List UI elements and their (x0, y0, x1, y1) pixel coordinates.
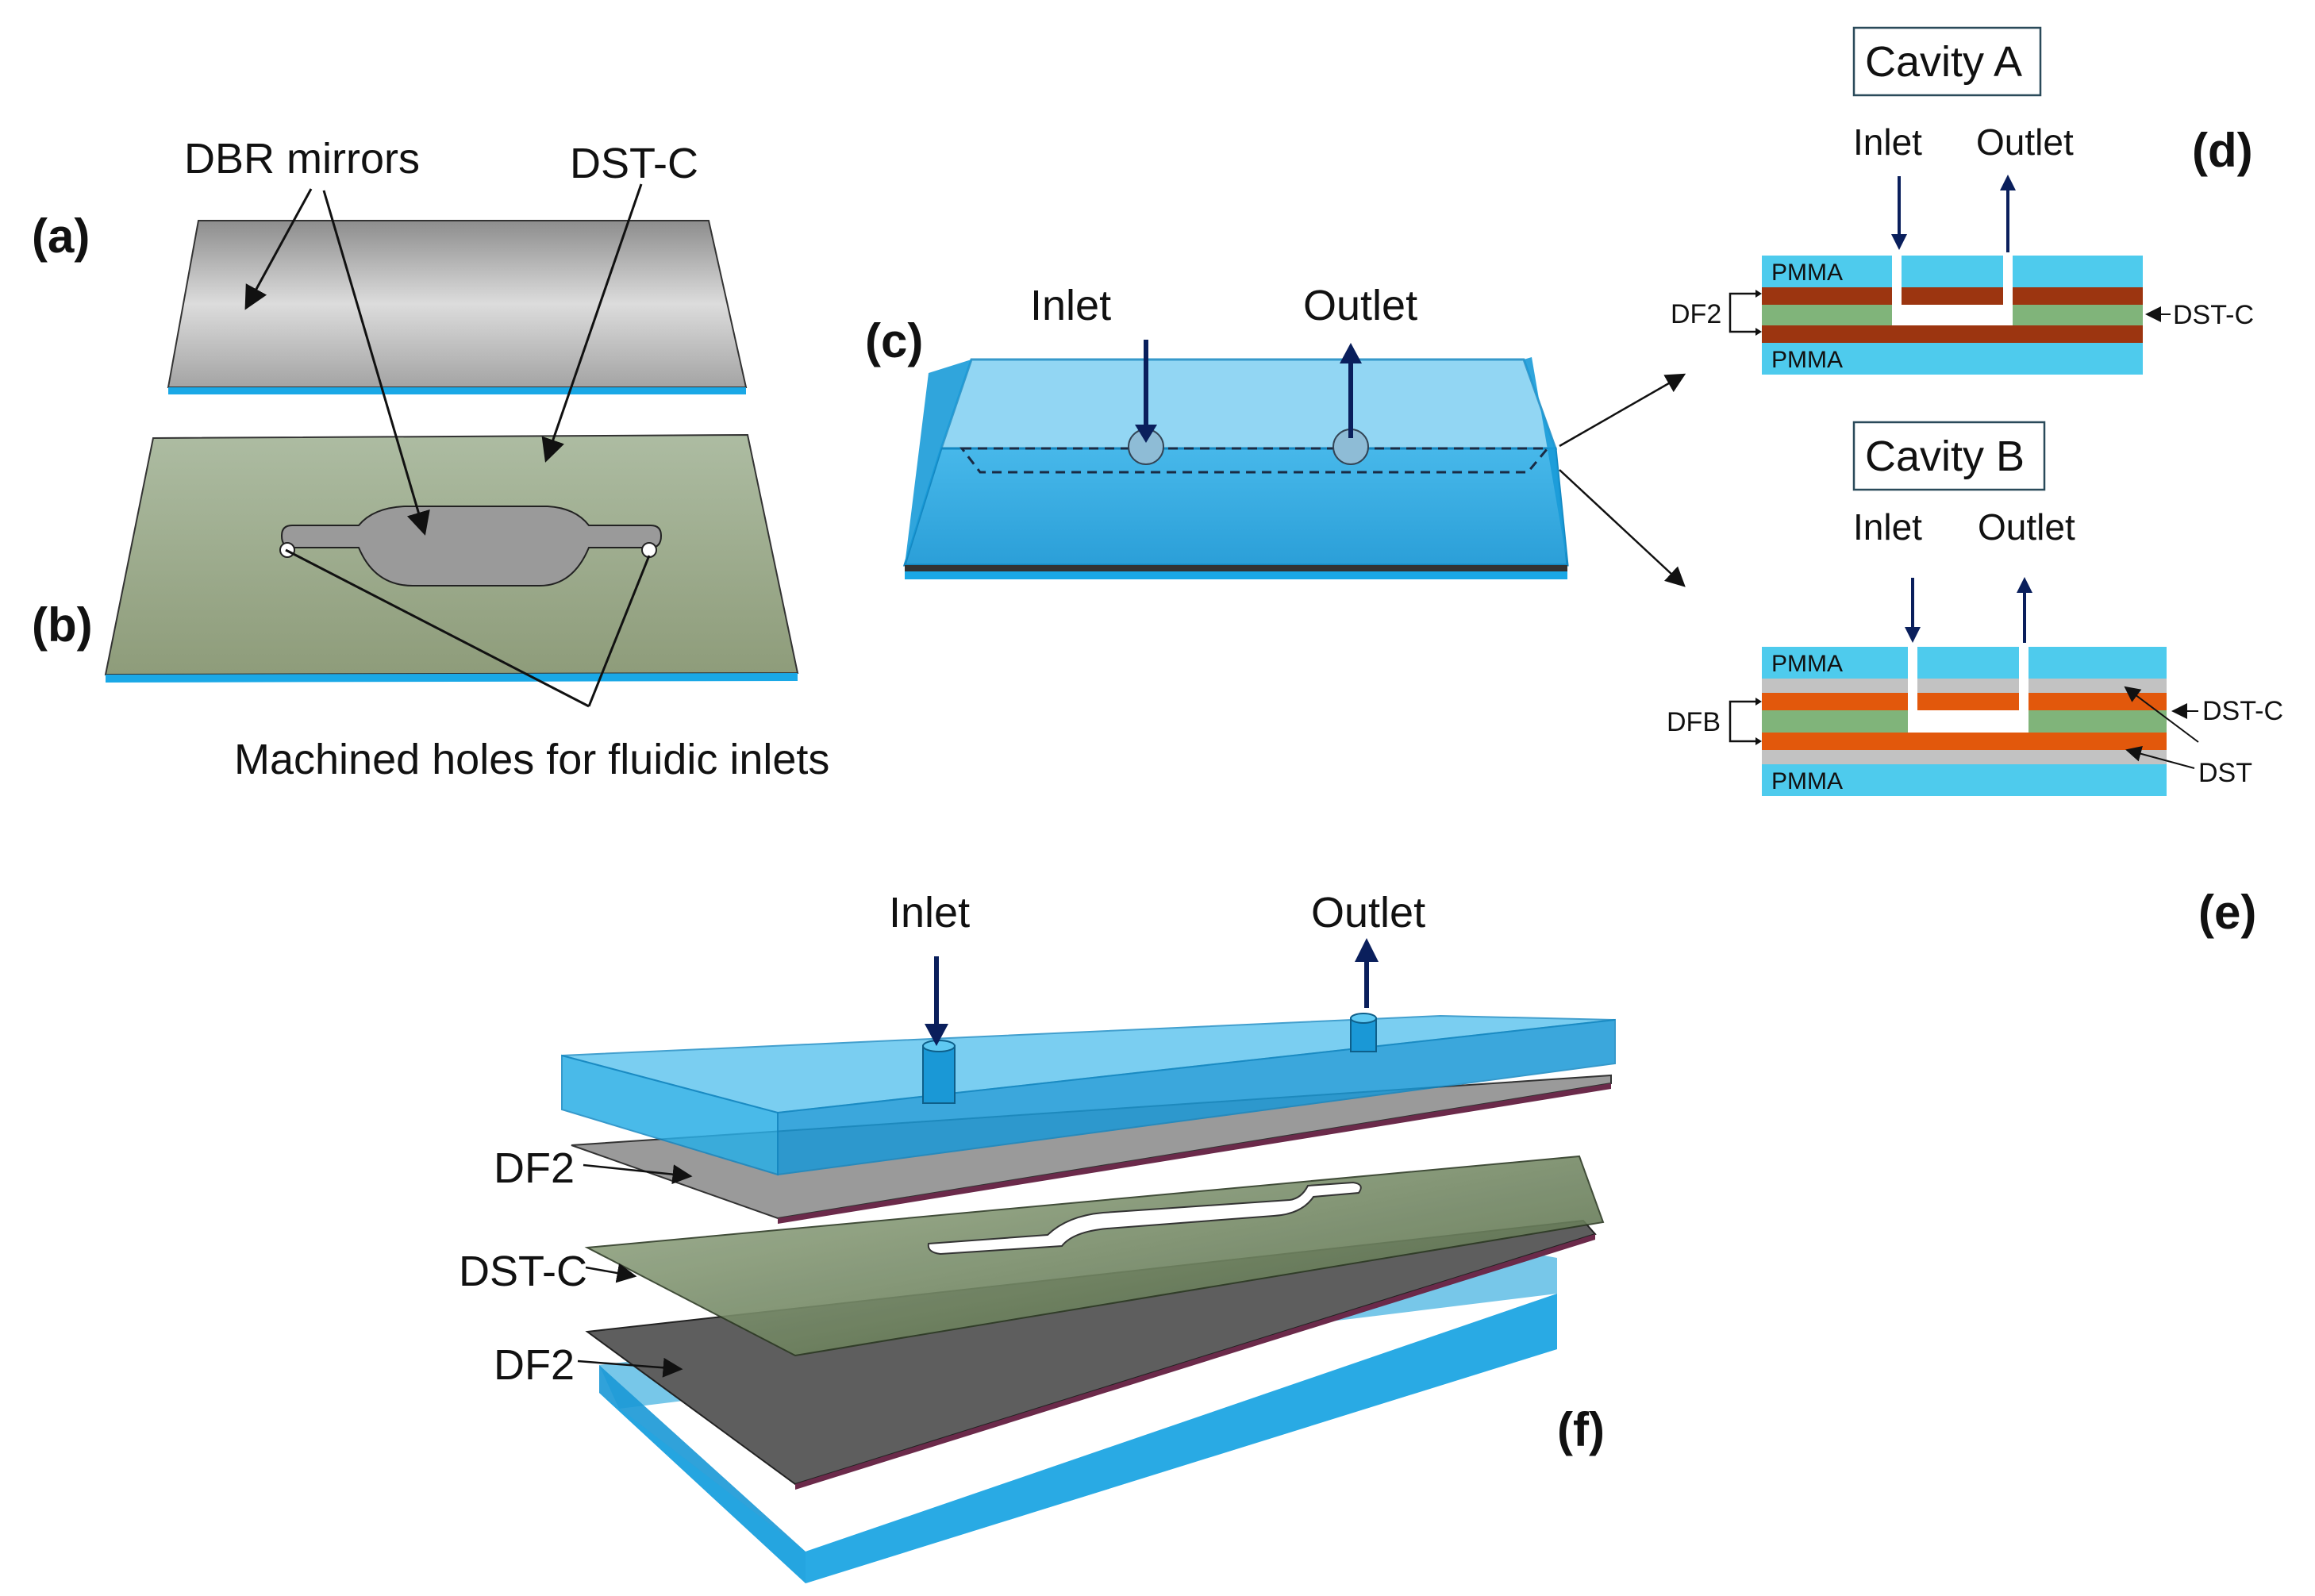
panel-label-a: (a) (32, 210, 90, 263)
df2-layer-bottom (1762, 325, 2143, 343)
pointer-to-cavity-a (1559, 373, 1686, 448)
cavity-b-dfb-brace (1729, 700, 1755, 743)
dst-layer-top (1762, 679, 2167, 693)
machined-holes-label: Machined holes for fluidic inlets (234, 736, 829, 783)
dst-c-plate-edge (106, 673, 798, 683)
panel-f: Inlet Outlet DF2 DST-C DF2 (f) (459, 889, 1616, 1583)
pointer-line (541, 183, 643, 463)
dst-c-channel-cutout (927, 1181, 1362, 1256)
device-left-face (905, 360, 971, 565)
pointer-line (322, 190, 430, 536)
outlet-hole (641, 542, 657, 558)
cavity-b-pmma-top: PMMA (1771, 651, 1843, 677)
cavity-a-pmma-bottom: PMMA (1771, 347, 1843, 373)
df2-layer-top (1762, 287, 2143, 305)
device-top-face (939, 358, 1558, 450)
inlet-arrowhead (1135, 425, 1157, 443)
cavity-b-dst-c-diag-pointer (2124, 686, 2199, 743)
pmma-layer-bottom (1762, 343, 2143, 375)
f-dst-c-pointer (585, 1263, 637, 1283)
pointer-line (587, 555, 651, 707)
dst-c-label: DST-C (570, 140, 698, 187)
pmma-layer-top (1762, 256, 2143, 287)
inlet-tube (922, 1045, 956, 1104)
dbr-mirror-plate (167, 220, 748, 388)
cavity-b-dfb-label: DFB (1667, 707, 1721, 737)
top-pmma-side-face (777, 1018, 1616, 1176)
device-base-stripe (905, 571, 1567, 579)
cavity-b-outlet-arrowhead (2017, 577, 2032, 593)
cavity-a-outlet-label: Outlet (1976, 121, 2074, 163)
panel-label-c: (c) (865, 314, 923, 367)
panel-label-b: (b) (32, 598, 93, 652)
bottom-df2-plate-edge (795, 1234, 1595, 1490)
outlet-label: Outlet (1303, 282, 1417, 329)
brace-tip (1755, 698, 1762, 706)
cavity-b-dst-label: DST (2198, 758, 2252, 788)
f-outlet-label: Outlet (1311, 889, 1425, 936)
f-df2-bottom-label: DF2 (494, 1341, 575, 1389)
cavity-b-dst-pointer (2125, 746, 2195, 769)
pointer-to-cavity-b (1559, 469, 1686, 587)
cavity-a-df2-label: DF2 (1671, 299, 1721, 329)
cavity-b-channel (1908, 647, 2029, 733)
panel-e-cavity-b: Cavity B Inlet Outlet PMMA PMMA DFB DST-… (1667, 421, 2283, 939)
pointer-line (285, 548, 590, 708)
dst-c-green-plate (584, 1155, 1605, 1357)
f-inlet-label: Inlet (889, 889, 970, 936)
f-outlet-arrowhead (1355, 938, 1379, 962)
panel-c: (c) Inlet Outlet (865, 282, 1686, 587)
f-dst-c-label: DST-C (459, 1248, 587, 1295)
f-inlet-arrowhead (925, 1024, 948, 1046)
cavity-b-dst-c-label: DST-C (2202, 696, 2283, 726)
cavity-a-title-box (1852, 26, 2042, 97)
f-df2-top-pointer (583, 1163, 693, 1185)
outlet-tube-top (1350, 1013, 1377, 1024)
brace-tip (1755, 290, 1762, 298)
cavity-a-pmma-top: PMMA (1771, 260, 1843, 286)
dst-layer-bottom (1762, 750, 2167, 764)
cavity-b-inlet-arrowhead (1905, 627, 1921, 643)
pmma-layer-top (1762, 647, 2167, 679)
panel-d-cavity-a: Cavity A Inlet Outlet PMMA PMMA DF2 DST-… (1671, 26, 2254, 375)
cavity-b-title-box (1852, 421, 2046, 491)
dbr-mirror-plate-edge (168, 387, 746, 394)
cavity-b-pmma-bottom: PMMA (1771, 768, 1843, 794)
inlet-tube-top (922, 1040, 956, 1052)
cavity-a-df2-brace (1729, 292, 1755, 333)
brace-tip (1755, 328, 1762, 336)
orange-layer-bottom (1762, 733, 2167, 750)
cavity-a-inlet-label: Inlet (1853, 121, 1922, 163)
pointer-line (244, 188, 313, 310)
cavity-b-inlet-label: Inlet (1853, 506, 1922, 548)
orange-layer-top (1762, 693, 2167, 710)
cavity-a-inlet-arrowhead (1891, 234, 1907, 250)
panel-label-f: (f) (1557, 1403, 1605, 1456)
cavity-a-outlet-arrowhead (2000, 175, 2016, 190)
cavity-b-title: Cavity B (1865, 433, 2025, 480)
top-df2-plate-edge (778, 1083, 1611, 1224)
panel-label-e: (e) (2198, 886, 2256, 939)
brace-tip (1755, 737, 1762, 745)
cavity-a-title: Cavity A (1865, 38, 2022, 86)
cavity-b-outlet-label: Outlet (1978, 506, 2075, 548)
f-df2-bottom-pointer (577, 1357, 683, 1378)
panel-ab: (a) (b) DBR mirrors DST-C Machined holes… (32, 135, 829, 783)
f-df2-top-label: DF2 (494, 1144, 575, 1192)
pmma-layer-bottom (1762, 764, 2167, 796)
cavity-a-channel (1892, 256, 2013, 325)
panel-label-d: (d) (2192, 124, 2253, 177)
cavity-a-dst-c-label: DST-C (2173, 300, 2254, 330)
inlet-label: Inlet (1030, 282, 1111, 329)
dbr-mirrors-label: DBR mirrors (184, 135, 420, 183)
device-front-face (902, 447, 1569, 567)
outlet-arrowhead (1340, 343, 1362, 363)
device-base-stripe (905, 565, 1567, 571)
mirror-channel (280, 506, 663, 586)
